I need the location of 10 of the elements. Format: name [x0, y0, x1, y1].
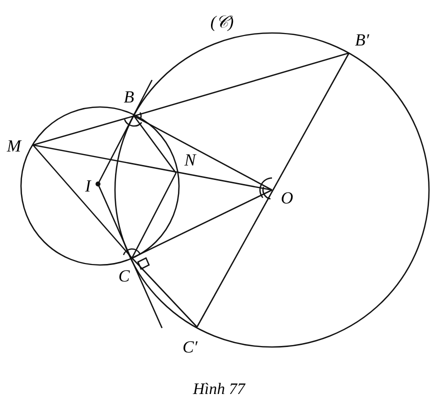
- figure-caption: Hình 77: [193, 380, 245, 400]
- point-label: I: [85, 178, 91, 194]
- point-label: M: [6, 138, 22, 154]
- point-label: N: [184, 152, 196, 168]
- point-label: O: [280, 190, 294, 206]
- point-label: (𝒞): [210, 14, 234, 30]
- point-label: C: [118, 268, 130, 284]
- point-label: C′: [182, 338, 198, 356]
- point-label: B′: [354, 32, 370, 48]
- point-label: B: [124, 88, 134, 106]
